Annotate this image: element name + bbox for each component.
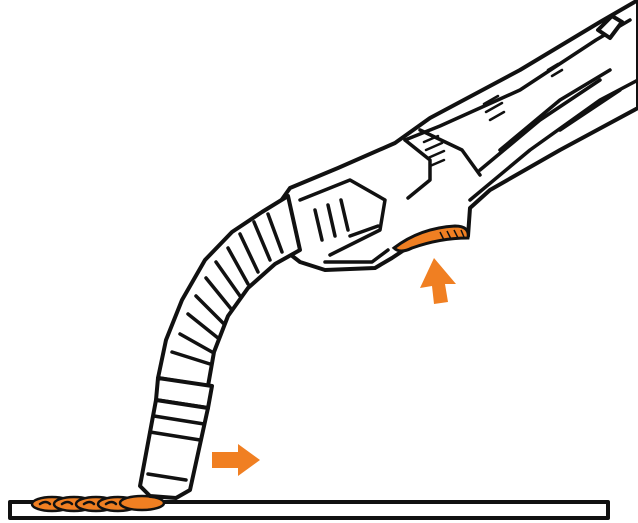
torch-neck <box>158 196 300 386</box>
trigger-press-arrow <box>420 258 456 304</box>
weld-bead <box>32 496 164 511</box>
torch-nozzle <box>140 378 212 498</box>
travel-direction-arrow <box>212 444 260 476</box>
